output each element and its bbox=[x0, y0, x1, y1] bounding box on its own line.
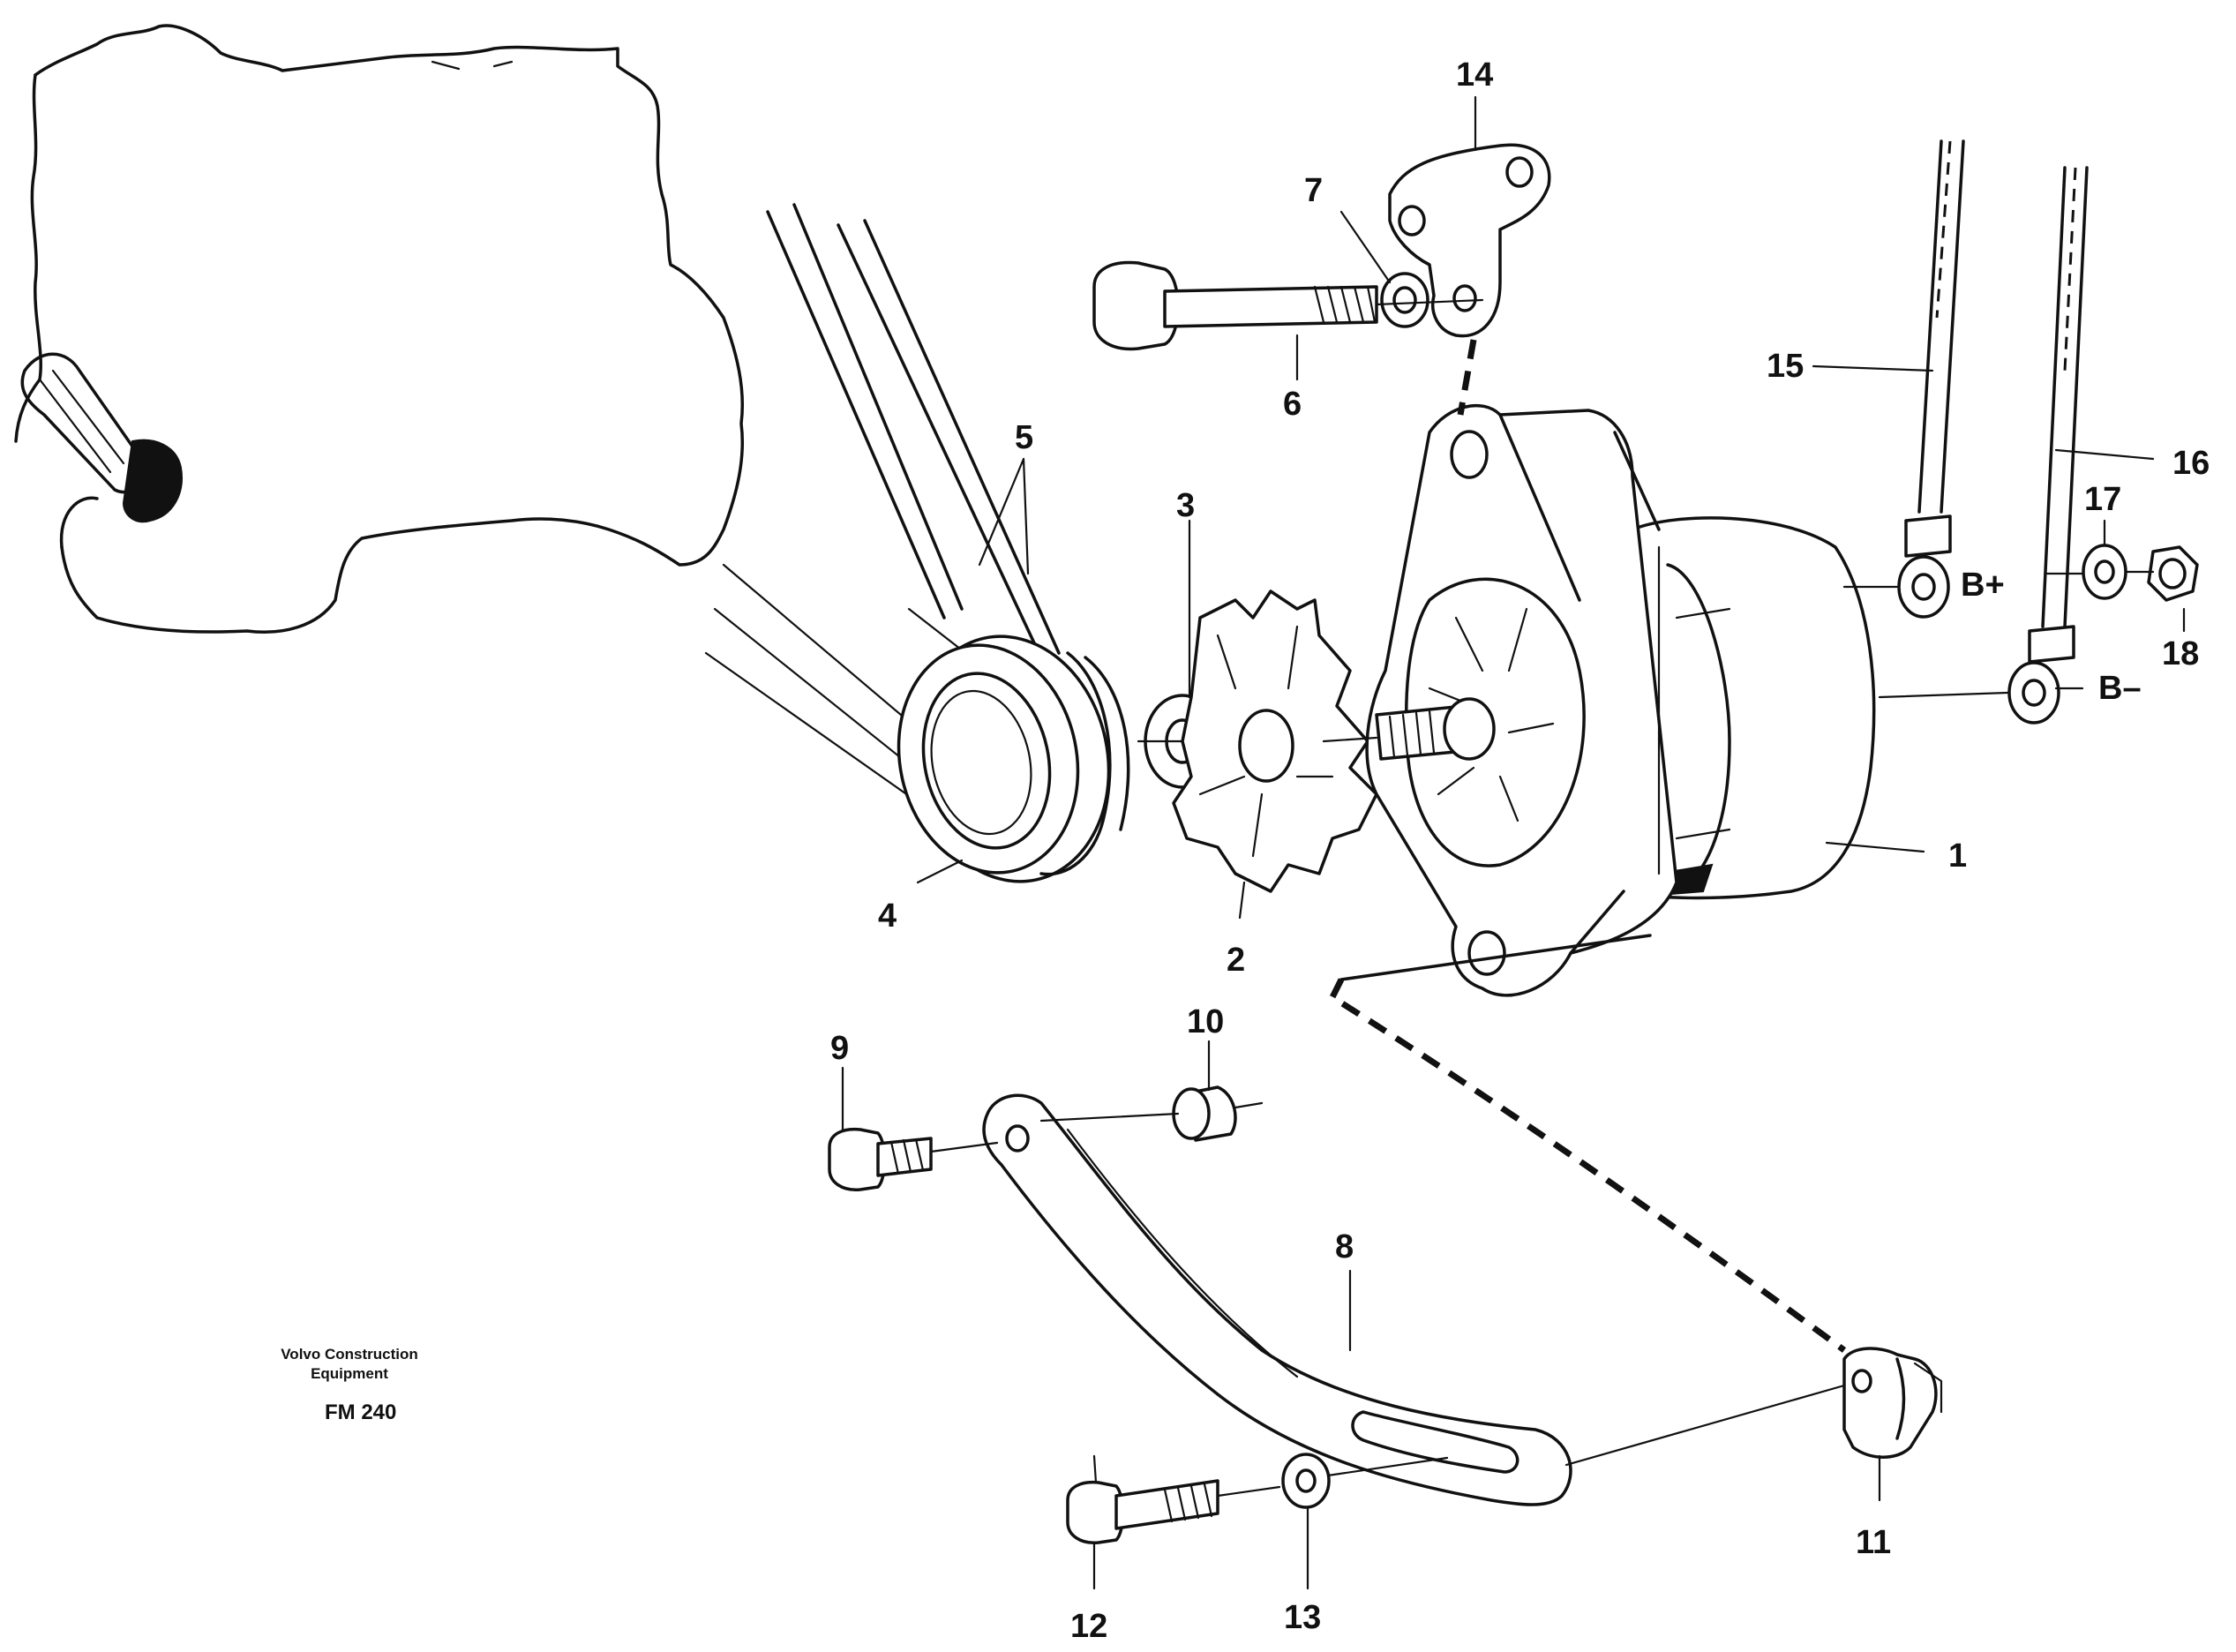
callout-8: 8 bbox=[1335, 1228, 1354, 1265]
caption-line1: Volvo Construction bbox=[281, 1346, 418, 1363]
callout-labels: 1 2 3 4 5 6 7 8 9 10 11 12 13 14 15 16 1… bbox=[830, 56, 2210, 1645]
terminal-b-plus: B+ bbox=[1961, 567, 2005, 604]
upper-bracket bbox=[1388, 143, 1551, 338]
callout-6: 6 bbox=[1283, 386, 1302, 423]
callout-13: 13 bbox=[1284, 1599, 1321, 1636]
callout-7: 7 bbox=[1304, 172, 1323, 209]
callout-16: 16 bbox=[2172, 445, 2210, 482]
alternator bbox=[1322, 403, 1876, 997]
callout-4: 4 bbox=[878, 897, 897, 935]
callout-5: 5 bbox=[1015, 419, 1033, 456]
arm-bolt-lower bbox=[1066, 1454, 1281, 1544]
lock-washer bbox=[1380, 272, 1429, 328]
callout-18: 18 bbox=[2162, 635, 2199, 672]
bracket-guide-line bbox=[1457, 339, 1477, 416]
terminal-b-minus: B– bbox=[2098, 670, 2142, 707]
lower-bracket bbox=[1564, 1347, 1943, 1467]
drive-belt bbox=[704, 203, 1061, 822]
mount-guide-line bbox=[1328, 978, 1847, 1353]
tension-bolt bbox=[1092, 260, 1484, 351]
callout-9: 9 bbox=[830, 1030, 849, 1067]
pulley bbox=[897, 635, 1130, 883]
callout-12: 12 bbox=[1070, 1608, 1107, 1645]
alternator-base-line bbox=[1339, 934, 1652, 981]
engine-outline bbox=[14, 24, 745, 634]
callout-10: 10 bbox=[1187, 1003, 1224, 1040]
cable-b-plus bbox=[1842, 139, 1965, 619]
adjusting-arm bbox=[982, 1093, 1572, 1506]
spacer-sleeve bbox=[1039, 1085, 1264, 1142]
caption: Volvo Construction Equipment FM 240 bbox=[281, 1346, 418, 1424]
caption-line2: Equipment bbox=[311, 1365, 388, 1382]
cable-nut bbox=[2125, 545, 2199, 602]
callout-11: 11 bbox=[1856, 1524, 1891, 1561]
cable-washer bbox=[2082, 544, 2127, 600]
arm-washer bbox=[1281, 1453, 1449, 1509]
cable-b-minus bbox=[1878, 166, 2089, 725]
caption-code: FM 240 bbox=[325, 1400, 396, 1424]
callout-15: 15 bbox=[1767, 348, 1804, 385]
fan bbox=[1172, 589, 1378, 893]
callout-2: 2 bbox=[1227, 942, 1245, 979]
callout-17: 17 bbox=[2084, 481, 2121, 518]
callout-3: 3 bbox=[1176, 487, 1195, 524]
callout-14: 14 bbox=[1456, 56, 1493, 94]
callout-1: 1 bbox=[1948, 837, 1967, 875]
callout-leaders bbox=[841, 95, 2186, 1590]
arm-bolt-upper bbox=[828, 1127, 999, 1191]
